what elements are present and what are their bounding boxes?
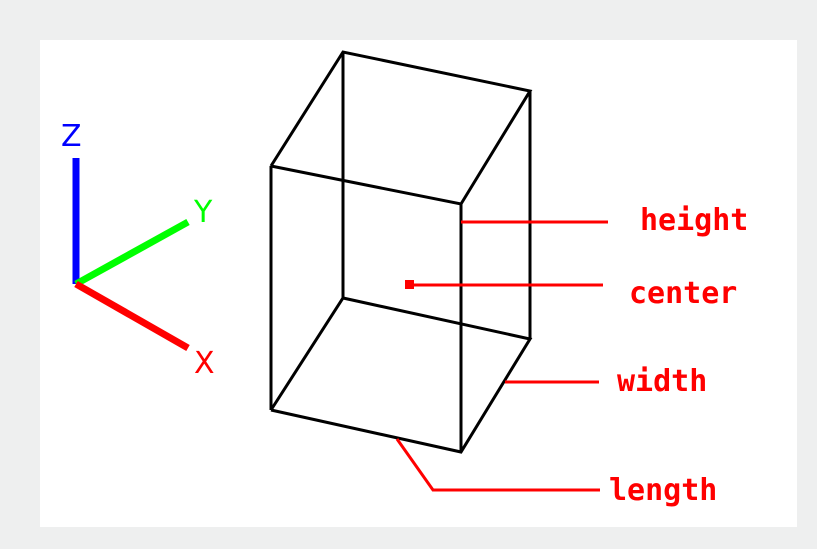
annotations: [395, 220, 608, 492]
x-axis-line: [74, 280, 190, 352]
center-label: center: [629, 276, 737, 311]
box-bottom-face: [269, 296, 533, 454]
coordinate-axes: Z Y X: [61, 119, 215, 381]
length-label: length: [609, 473, 717, 508]
width-label: width: [617, 364, 707, 399]
box-top-face: [269, 50, 533, 206]
height-label: height: [640, 203, 748, 238]
length-leader-line: [395, 438, 600, 492]
x-axis-label: X: [194, 346, 215, 381]
z-axis-label: Z: [61, 119, 82, 154]
y-axis-line: [74, 218, 190, 288]
wireframe-box: [269, 50, 533, 454]
center-marker: [405, 280, 414, 289]
y-axis-label: Y: [193, 195, 213, 230]
